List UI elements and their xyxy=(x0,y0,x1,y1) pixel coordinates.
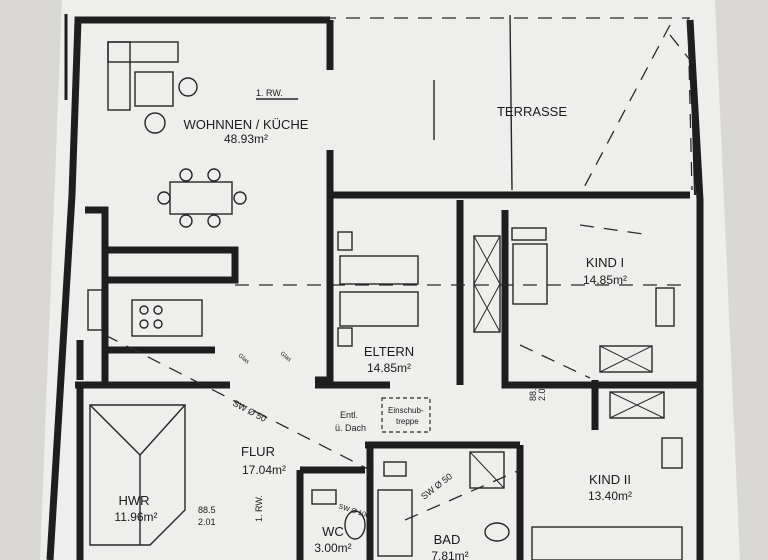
rw-label-top: 1. RW. xyxy=(256,88,283,98)
furniture xyxy=(87,41,683,560)
entl-label-2: ü. Dach xyxy=(335,423,366,433)
dim-label-2-top: 88.5 xyxy=(528,383,538,401)
room-area-wohnen: 48.93m² xyxy=(224,132,268,146)
room-area-kind1: 14.85m² xyxy=(583,273,627,287)
room-name-bad: BAD xyxy=(434,532,461,547)
attic-stair-outline xyxy=(381,397,431,433)
section-lines xyxy=(104,224,690,521)
room-area-hwr: 11.96m² xyxy=(114,510,157,524)
room-area-bad: 7.81m² xyxy=(431,549,468,560)
einschub-label-1: Einschub- xyxy=(388,406,424,415)
room-name-wohnen: WOHNNEN / KÜCHE xyxy=(184,117,309,132)
room-name-terrasse: TERRASSE xyxy=(497,104,567,119)
room-area-wc: 3.00m² xyxy=(314,541,351,555)
paper-sheet xyxy=(40,0,740,560)
rw-label-bottom: 1. RW. xyxy=(254,495,264,522)
dim-label-1-top: 88.5 xyxy=(198,505,216,515)
einschub-label-2: treppe xyxy=(396,417,419,426)
dim-label-2-bottom: 2.01 xyxy=(537,383,547,401)
entl-label-1: Entl. xyxy=(340,410,358,420)
interior-walls xyxy=(75,20,700,560)
room-area-flur: 17.04m² xyxy=(242,463,286,477)
room-area-eltern: 14.85m² xyxy=(367,361,411,375)
room-name-kind1: KIND I xyxy=(586,255,624,270)
room-name-flur: FLUR xyxy=(241,444,275,459)
room-name-hwr: HWR xyxy=(118,493,149,508)
room-area-kind2: 13.40m² xyxy=(588,489,632,503)
exterior-walls xyxy=(46,14,704,560)
dim-label-1-bottom: 2.01 xyxy=(198,517,216,527)
room-name-wc: WC xyxy=(322,524,344,539)
room-name-kind2: KIND II xyxy=(589,472,631,487)
terrace-outline xyxy=(322,14,693,196)
room-name-eltern: ELTERN xyxy=(364,344,414,359)
